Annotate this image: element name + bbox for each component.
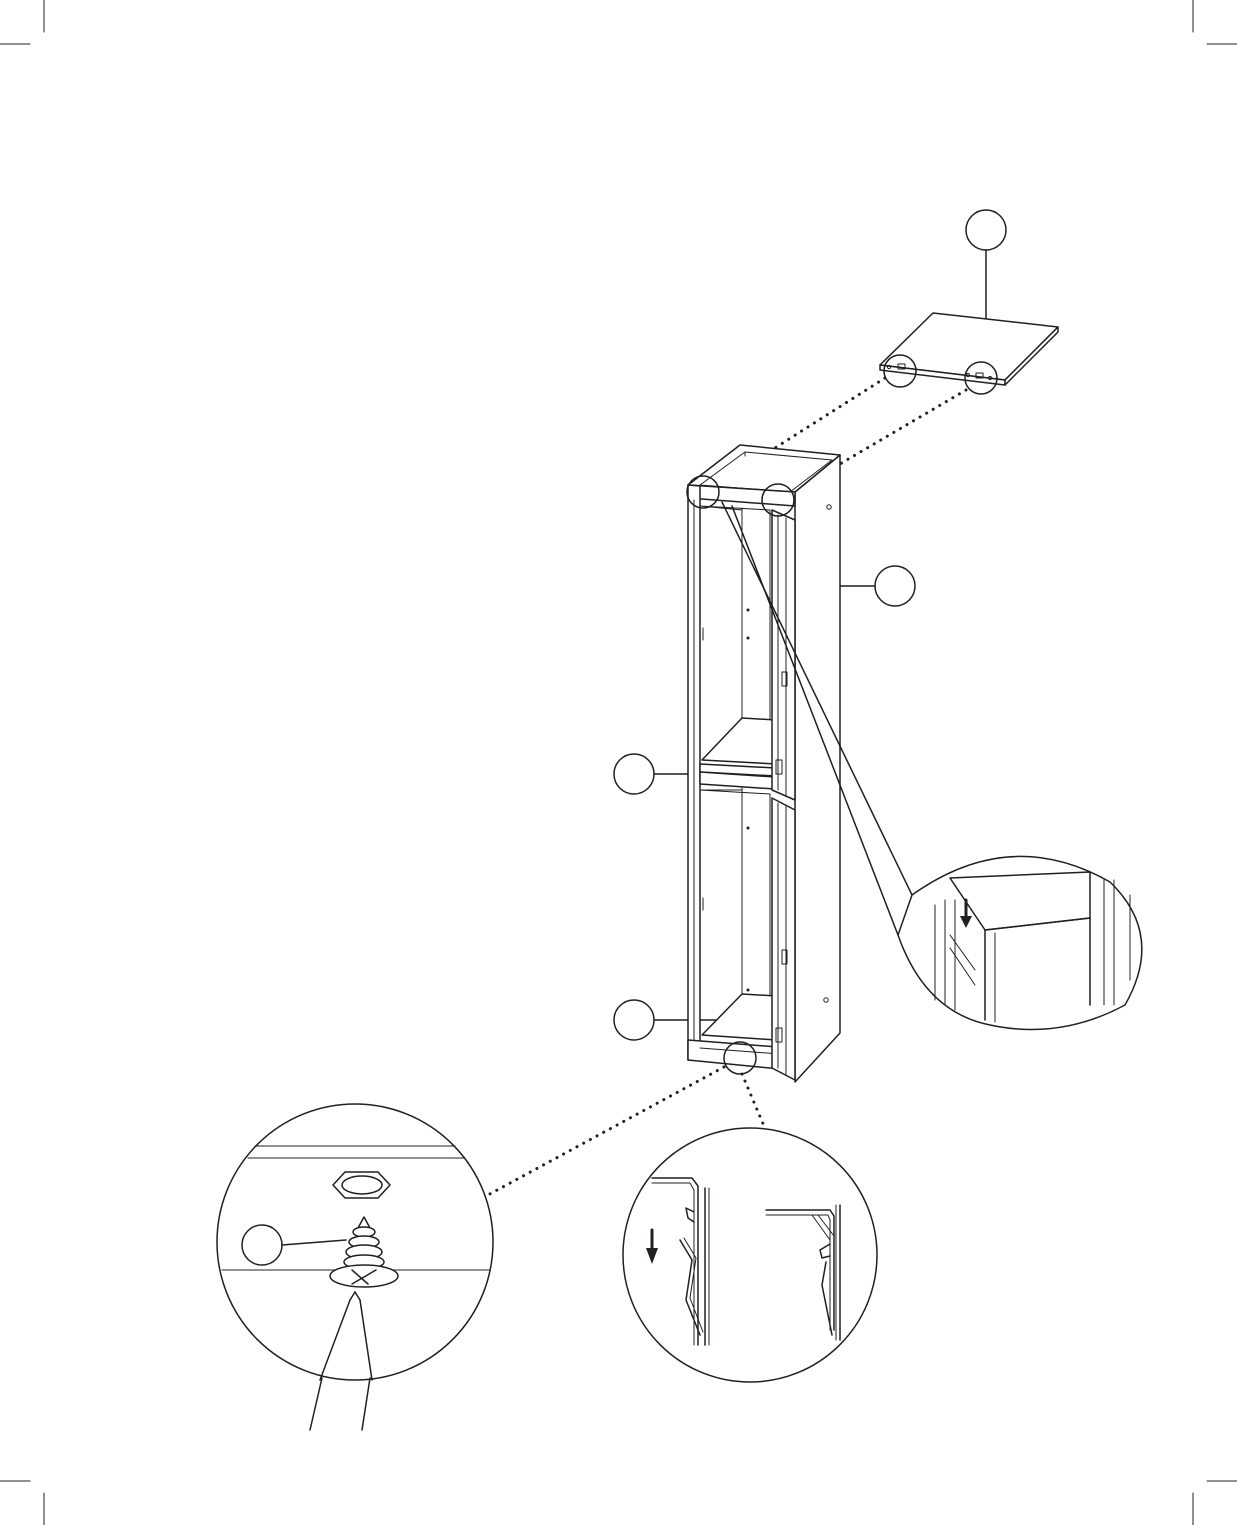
screw-icon	[330, 1217, 398, 1287]
screw-detail	[217, 1104, 493, 1430]
top-panel	[880, 313, 1058, 394]
clip-detail	[623, 1128, 877, 1382]
screwdriver-icon	[310, 1292, 372, 1430]
locker-cabinet	[687, 445, 840, 1082]
arrow-down-icon	[646, 1230, 658, 1264]
callout-top-panel	[966, 210, 1006, 318]
